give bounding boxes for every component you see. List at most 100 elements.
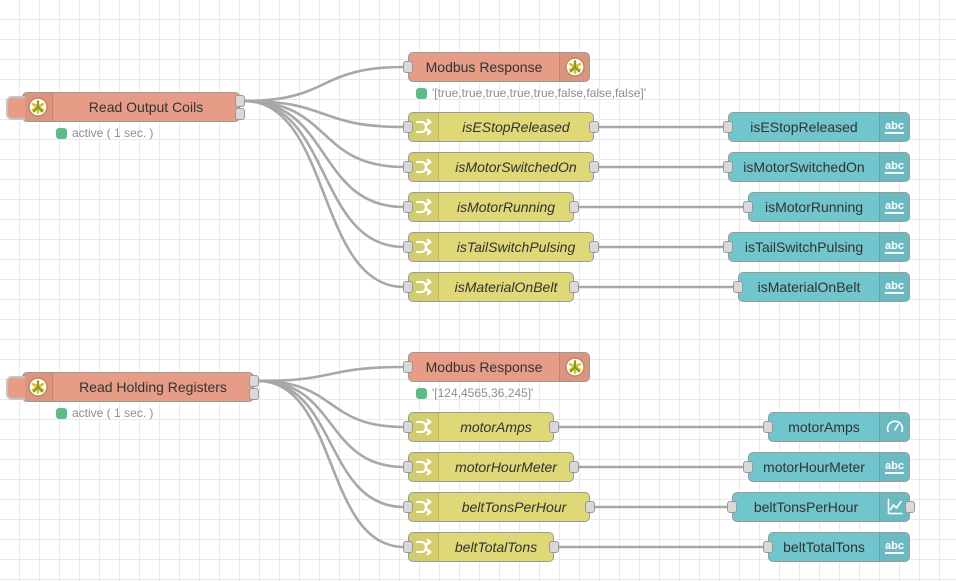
input-port[interactable]: [763, 421, 773, 433]
node-ui-isTailSwitchPulsing[interactable]: isTailSwitchPulsing abc: [723, 232, 910, 262]
output-port-1[interactable]: [235, 95, 245, 107]
node-change-isMotorSwitchedOn[interactable]: isMotorSwitchedOn: [403, 152, 599, 182]
status-text: active ( 1 sec. ): [72, 406, 154, 420]
node-icon: [879, 493, 909, 521]
input-port[interactable]: [723, 121, 733, 133]
shuffle-icon: [414, 277, 434, 297]
input-port[interactable]: [743, 201, 753, 213]
output-port-2[interactable]: [249, 388, 259, 400]
node-icon: [559, 353, 589, 381]
output-port[interactable]: [589, 241, 599, 253]
output-port[interactable]: [585, 501, 595, 513]
input-port[interactable]: [403, 541, 413, 553]
node-body: isEStopReleased abc: [729, 113, 909, 141]
node-ui-motorAmps[interactable]: motorAmps: [763, 412, 910, 442]
node-change-isTailSwitchPulsing[interactable]: isTailSwitchPulsing: [403, 232, 599, 262]
output-port-1[interactable]: [249, 375, 259, 387]
input-port[interactable]: [727, 501, 737, 513]
node-ui-beltTonsPerHour[interactable]: beltTonsPerHour: [727, 492, 915, 522]
abc-icon: abc: [885, 460, 904, 474]
input-port[interactable]: [403, 361, 413, 373]
node-ui-beltTotalTons[interactable]: beltTotalTons abc: [763, 532, 910, 562]
node-change-beltTonsPerHour[interactable]: beltTonsPerHour: [403, 492, 595, 522]
input-port[interactable]: [403, 161, 413, 173]
output-port[interactable]: [569, 201, 579, 213]
node-body: isEStopReleased: [409, 113, 593, 141]
shuffle-icon: [414, 457, 434, 477]
output-port-2[interactable]: [235, 108, 245, 120]
node-label: Modbus Response: [425, 359, 543, 375]
output-port[interactable]: [905, 501, 915, 513]
input-port[interactable]: [403, 61, 413, 73]
input-port[interactable]: [403, 501, 413, 513]
output-port[interactable]: [549, 541, 559, 553]
output-port[interactable]: [589, 161, 599, 173]
input-port[interactable]: [723, 241, 733, 253]
inject-button-registers[interactable]: [6, 376, 25, 400]
wire: [243, 99, 405, 289]
abc-icon: abc: [885, 120, 904, 134]
node-change-motorHourMeter[interactable]: motorHourMeter: [403, 452, 579, 482]
node-coils-source[interactable]: Read Output Coils: [6, 92, 245, 122]
input-port[interactable]: [403, 121, 413, 133]
node-label: isEStopReleased: [462, 119, 570, 135]
status-text: '[true,true,true,true,true,false,false,f…: [432, 86, 647, 100]
node-status-coils-source: active ( 1 sec. ): [56, 126, 153, 140]
wire: [257, 379, 405, 469]
status-dot: [56, 407, 67, 419]
input-port[interactable]: [403, 461, 413, 473]
input-port[interactable]: [723, 161, 733, 173]
node-icon: abc: [879, 233, 909, 261]
node-icon: [409, 533, 439, 561]
node-icon: abc: [879, 273, 909, 301]
node-icon: [409, 413, 439, 441]
node-ui-motorHourMeter[interactable]: motorHourMeter abc: [743, 452, 910, 482]
node-body: beltTonsPerHour: [733, 493, 909, 521]
node-ui-isEStopReleased[interactable]: isEStopReleased abc: [723, 112, 910, 142]
node-label: motorHourMeter: [763, 459, 865, 475]
node-label: isTailSwitchPulsing: [744, 239, 864, 255]
input-port[interactable]: [403, 201, 413, 213]
input-port[interactable]: [403, 281, 413, 293]
node-change-isMotorRunning[interactable]: isMotorRunning: [403, 192, 579, 222]
input-port[interactable]: [403, 241, 413, 253]
input-port[interactable]: [763, 541, 773, 553]
node-label: Modbus Response: [425, 59, 543, 75]
node-change-isMaterialOnBelt[interactable]: isMaterialOnBelt: [403, 272, 579, 302]
node-coils-response[interactable]: Modbus Response: [403, 52, 590, 82]
node-body: isMotorSwitchedOn: [409, 153, 593, 181]
node-body: motorAmps: [769, 413, 909, 441]
node-label: isEStopReleased: [750, 119, 858, 135]
shuffle-icon: [414, 237, 434, 257]
chart-icon: [885, 497, 905, 517]
output-port[interactable]: [569, 281, 579, 293]
node-status-registers-source: active ( 1 sec. ): [56, 406, 153, 420]
output-port[interactable]: [589, 121, 599, 133]
shuffle-icon: [414, 117, 434, 137]
input-port[interactable]: [743, 461, 753, 473]
node-body: isTailSwitchPulsing: [409, 233, 593, 261]
node-change-motorAmps[interactable]: motorAmps: [403, 412, 559, 442]
status-dot: [56, 127, 67, 139]
node-body: isMotorRunning: [409, 193, 573, 221]
inject-button-coils[interactable]: [6, 96, 25, 120]
node-registers-source[interactable]: Read Holding Registers: [6, 372, 259, 402]
node-change-isEStopReleased[interactable]: isEStopReleased: [403, 112, 599, 142]
input-port[interactable]: [733, 281, 743, 293]
node-change-beltTotalTons[interactable]: beltTotalTons: [403, 532, 559, 562]
input-port[interactable]: [403, 421, 413, 433]
shuffle-icon: [414, 497, 434, 517]
output-port[interactable]: [569, 461, 579, 473]
node-label: beltTotalTons: [783, 539, 865, 555]
abc-icon: abc: [885, 540, 904, 554]
node-body: isTailSwitchPulsing abc: [729, 233, 909, 261]
output-port[interactable]: [549, 421, 559, 433]
node-body: Modbus Response: [409, 353, 589, 381]
node-registers-response[interactable]: Modbus Response: [403, 352, 590, 382]
node-icon: [409, 493, 439, 521]
